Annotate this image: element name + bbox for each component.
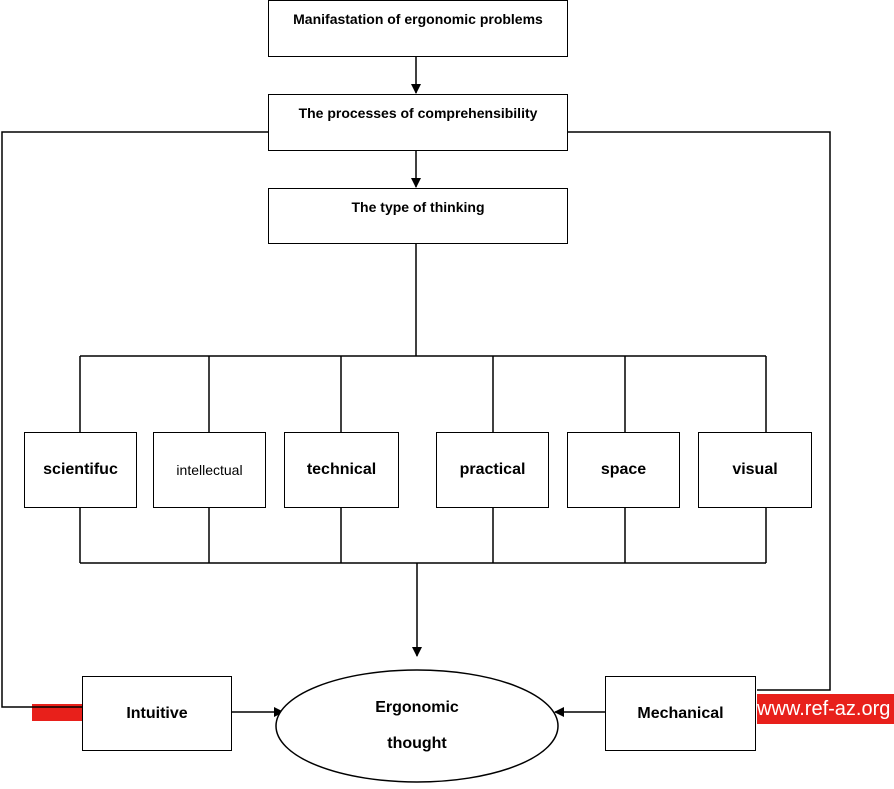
thinking-type-label: intellectual (176, 462, 243, 478)
thinking-type-practical: practical (436, 432, 549, 508)
thought-label-line1: Ergonomic (375, 699, 459, 716)
thinking-type-visual: visual (698, 432, 812, 508)
manifestation-label: Manifastation of ergonomic problems (293, 11, 543, 27)
processes-box: The processes of comprehensibility (268, 94, 568, 151)
watermark-strip-left (32, 704, 82, 721)
thinking-type-technical: technical (284, 432, 399, 508)
intuitive-box: Intuitive (82, 676, 232, 751)
mechanical-label: Mechanical (637, 704, 724, 722)
thinking-type-space: space (567, 432, 680, 508)
thought-ellipse (275, 669, 559, 783)
thinking-type-label: scientifuc (43, 461, 118, 478)
thinking-box: The type of thinking (268, 188, 568, 244)
thinking-type-label: space (600, 461, 647, 478)
thinking-type-scientifuc: scientifuc (24, 432, 137, 508)
manifestation-box: Manifastation of ergonomic problems (268, 0, 568, 57)
loop-left (1, 131, 268, 708)
thinking-type-intellectual: intellectual (153, 432, 266, 508)
processes-label: The processes of comprehensibility (298, 105, 538, 121)
mechanical-box: Mechanical (605, 676, 756, 751)
intuitive-label: Intuitive (126, 704, 188, 722)
thought-label: Ergonomic thought (276, 670, 558, 782)
thinking-label: The type of thinking (351, 199, 485, 215)
thinking-type-label: visual (732, 461, 778, 478)
watermark-text: www.ref-az.org (757, 698, 891, 720)
loop-right (568, 131, 831, 691)
thinking-type-label: practical (459, 461, 526, 478)
thinking-type-label: technical (306, 461, 377, 478)
watermark: www.ref-az.org (757, 694, 894, 724)
thought-label-line2: thought (387, 735, 447, 752)
